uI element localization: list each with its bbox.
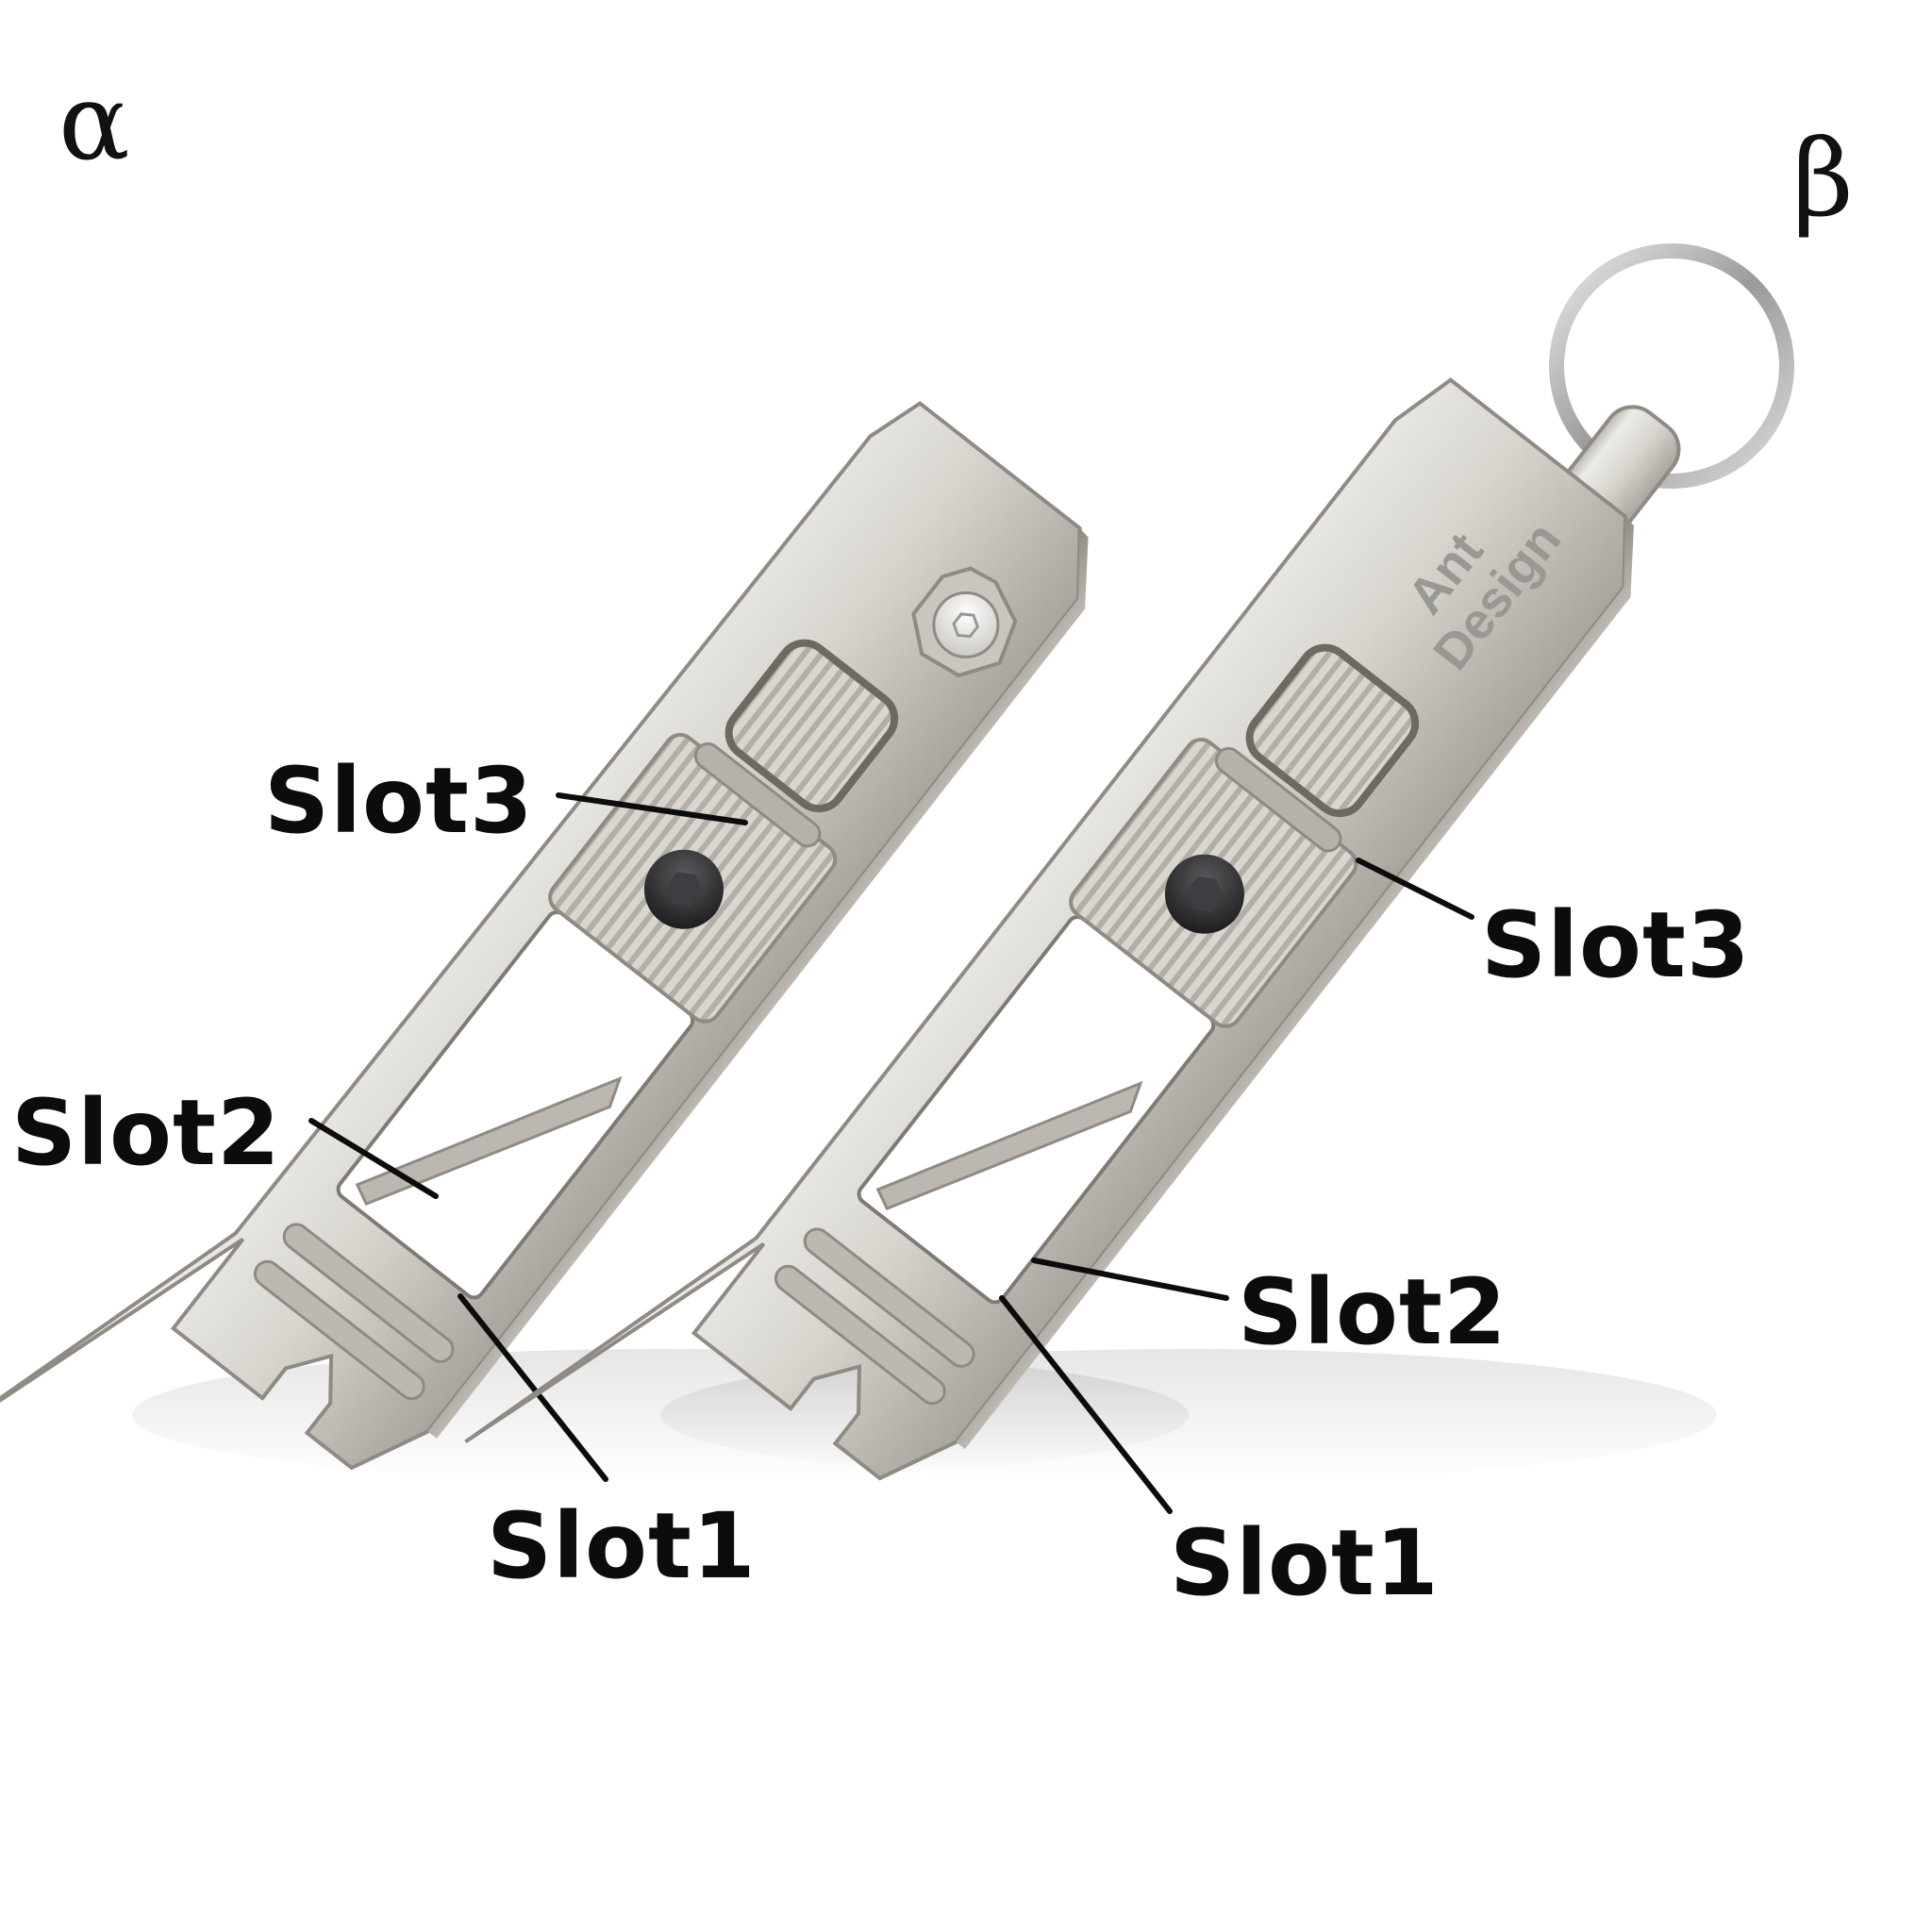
beta-marker: β [1792, 118, 1854, 241]
tool-alpha: Slot3 Slot2 Slot1 [0, 401, 1189, 1599]
tool-beta-body: Ant Design [464, 377, 1634, 1481]
tool-alpha-slot2-leader [308, 1118, 439, 1199]
tool-alpha-slot1-label: Slot1 [487, 1493, 757, 1599]
tool-beta-slot2-label: Slot2 [1238, 1259, 1507, 1365]
tool-beta-slot1-leader [999, 1295, 1173, 1514]
slot3-groove [1214, 746, 1342, 853]
tool-alpha-slot2-label: Slot2 [11, 1080, 281, 1186]
blade [875, 1080, 1143, 1211]
alpha-marker: α [58, 61, 130, 184]
blade [355, 1075, 623, 1207]
key-ring [1549, 243, 1794, 489]
slot1-groove [774, 1264, 946, 1406]
slot3-groove [693, 741, 822, 848]
tool-alpha-slot3-leader [556, 792, 748, 825]
tool-beta-slot2-leader [1031, 1257, 1229, 1301]
slot2-groove [282, 1223, 455, 1363]
thumb-stud [1245, 643, 1420, 818]
slot1-groove [253, 1259, 425, 1401]
tool-beta: Ant Design Slot3 Slot2 Slot1 [464, 243, 1794, 1616]
tool-beta-slot3-leader [1356, 858, 1474, 920]
slot2-groove [803, 1227, 975, 1368]
tool-beta-slot1-label: Slot1 [1170, 1510, 1440, 1616]
tool-alpha-slot1-leader [458, 1293, 608, 1482]
tool-beta-slot3-label: Slot3 [1481, 892, 1751, 998]
thumb-stud [724, 639, 899, 813]
tool-alpha-slot3-label: Slot3 [264, 748, 534, 854]
